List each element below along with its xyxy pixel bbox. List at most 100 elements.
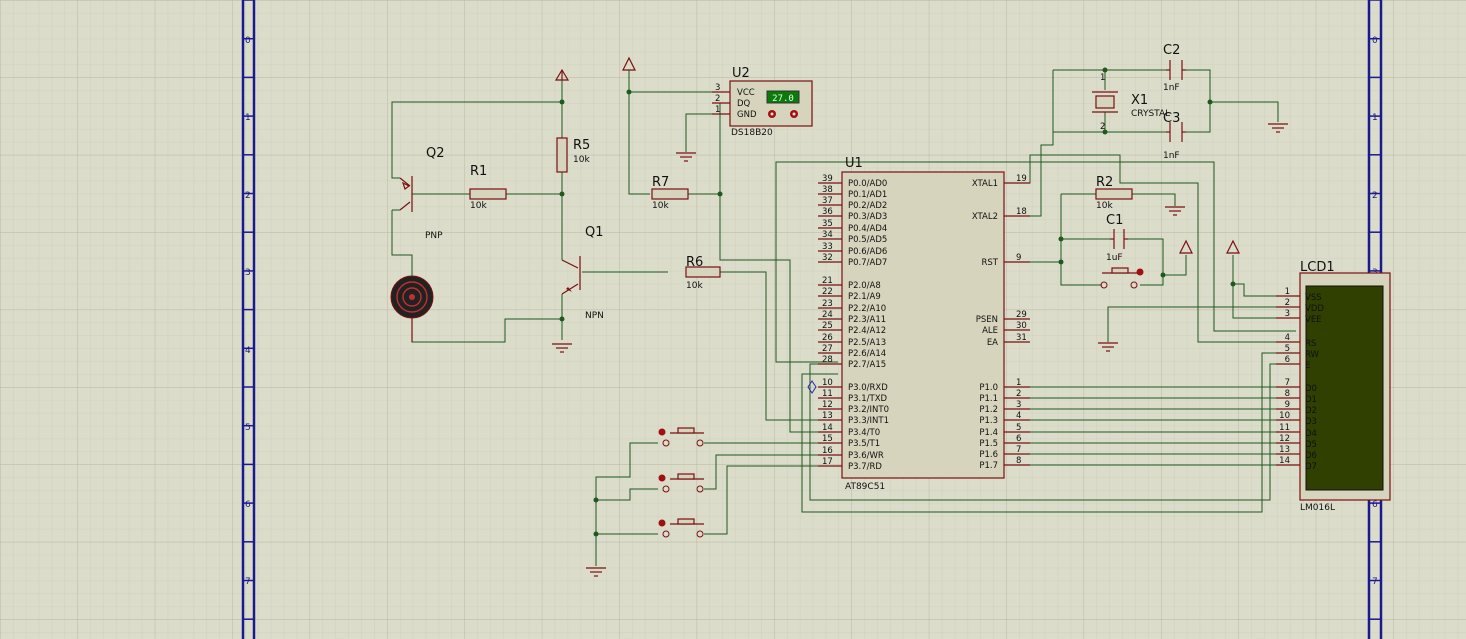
push-button-1[interactable] bbox=[658, 427, 705, 447]
u1-pin-name-left: P0.6/AD6 bbox=[848, 247, 887, 257]
u1-pin-num-right: 2 bbox=[1016, 389, 1021, 399]
junction-dot bbox=[1102, 67, 1108, 73]
crystal-x1[interactable]: 1 2 X1 CRYSTAL bbox=[1092, 73, 1170, 132]
power-arrow-icon bbox=[622, 56, 636, 71]
capacitor-c3[interactable]: C3 1nF bbox=[1163, 111, 1186, 161]
u1-pin-name-left: P2.4/A12 bbox=[848, 326, 886, 336]
lcd-pin-name: RW bbox=[1305, 350, 1320, 360]
u1-pin-name-right: PSEN bbox=[976, 315, 998, 325]
resistor-r5[interactable]: R5 10k bbox=[556, 137, 590, 173]
u1-pin-name-left: P2.0/A8 bbox=[848, 281, 881, 291]
lcd-pin-num: 4 bbox=[1285, 333, 1290, 343]
push-button-2[interactable] bbox=[658, 473, 705, 493]
u2-ref: U2 bbox=[732, 66, 750, 81]
u1-pin-num-left: 23 bbox=[822, 299, 833, 309]
lcd-pin-num: 6 bbox=[1285, 355, 1290, 365]
c3-ref: C3 bbox=[1163, 111, 1180, 126]
wires bbox=[391, 69, 1296, 566]
lcd-pin-num: 11 bbox=[1279, 423, 1290, 433]
reset-button[interactable] bbox=[1100, 267, 1144, 289]
ruler-left-0: 0 bbox=[245, 36, 251, 46]
u1-pin-name-left: P0.3/AD3 bbox=[848, 212, 887, 222]
lcd-pin-num: 8 bbox=[1285, 389, 1290, 399]
power-terminals bbox=[554, 56, 1240, 254]
ruler-left-3: 3 bbox=[245, 268, 251, 278]
u2-pin-vcc: VCC bbox=[737, 88, 755, 98]
u1-pin-num-left: 34 bbox=[822, 230, 833, 240]
junction-dot bbox=[559, 99, 565, 105]
ground-icon bbox=[586, 567, 606, 577]
u1-pin-name-right: P1.6 bbox=[979, 450, 998, 460]
resistor-r6[interactable]: R6 10k bbox=[685, 255, 721, 291]
lcd-pin-name: VEE bbox=[1305, 315, 1322, 325]
u1-pin-num-left: 13 bbox=[822, 411, 833, 421]
lcd-pin-num: 2 bbox=[1285, 298, 1290, 308]
transistor-q2[interactable]: Q2 PNP bbox=[399, 146, 445, 241]
q1-ref: Q1 bbox=[585, 225, 604, 240]
q2-type: PNP bbox=[425, 231, 443, 241]
buzzer-icon[interactable] bbox=[390, 275, 434, 342]
q2-ref: Q2 bbox=[426, 146, 445, 161]
lcd-screen bbox=[1305, 285, 1384, 491]
u1-pin-num-right: 9 bbox=[1016, 253, 1021, 263]
ground-icon bbox=[676, 152, 696, 162]
junction-dot bbox=[1058, 236, 1064, 242]
ruler-right-2: 2 bbox=[1372, 191, 1378, 201]
sensor-u2[interactable]: 27.0 VCC DQ GND 3 2 1 U2 DS18B20 bbox=[712, 66, 813, 138]
junction-dot bbox=[1160, 272, 1166, 278]
u2-pin-dq: DQ bbox=[737, 99, 751, 109]
u1-pin-num-left: 21 bbox=[822, 276, 833, 286]
capacitor-c2[interactable]: C2 1nF bbox=[1163, 43, 1186, 93]
r7-value: 10k bbox=[652, 201, 669, 211]
u1-pin-name-left: P0.1/AD1 bbox=[848, 190, 887, 200]
u1-pin-name-left: P2.3/A11 bbox=[848, 315, 886, 325]
ruler-left: 0 1 2 3 4 5 6 7 bbox=[245, 36, 251, 587]
junction-dot bbox=[559, 316, 565, 322]
junction-dot bbox=[1102, 129, 1108, 135]
c2-ref: C2 bbox=[1163, 43, 1180, 58]
resistor-r7[interactable]: R7 10k bbox=[651, 175, 689, 211]
u1-pin-num-right: 19 bbox=[1016, 174, 1027, 184]
u2-display: 27.0 bbox=[772, 94, 794, 104]
u2-pin-gnd: GND bbox=[737, 110, 757, 120]
push-button-3[interactable] bbox=[658, 518, 705, 538]
junction-dot bbox=[593, 497, 599, 503]
u1-pin-num-left: 22 bbox=[822, 287, 833, 297]
ruler-left-2: 2 bbox=[245, 191, 251, 201]
lcd-pin-num: 9 bbox=[1285, 400, 1290, 410]
u1-pin-name-left: P2.1/A9 bbox=[848, 292, 881, 302]
u1-pin-num-left: 33 bbox=[822, 242, 833, 252]
junction-dot bbox=[1207, 99, 1213, 105]
u1-pin-num-right: 29 bbox=[1016, 310, 1027, 320]
resistor-r1[interactable]: R1 10k bbox=[469, 164, 507, 211]
resistor-r2[interactable]: R2 10k bbox=[1095, 175, 1133, 211]
u1-pin-num-left: 37 bbox=[822, 196, 833, 206]
u1-part: AT89C51 bbox=[845, 482, 885, 492]
u1-pin-num-right: 1 bbox=[1016, 378, 1021, 388]
r1-ref: R1 bbox=[470, 164, 487, 179]
wire-junctions bbox=[559, 67, 1236, 537]
power-arrow-icon bbox=[1226, 239, 1240, 254]
power-arrow-icon bbox=[554, 68, 570, 81]
u1-pin-name-right: ALE bbox=[982, 326, 998, 336]
capacitor-c1[interactable]: C1 1uF bbox=[1106, 213, 1128, 263]
lcd-pin-num: 12 bbox=[1279, 434, 1290, 444]
lcd-pin-num: 7 bbox=[1285, 378, 1290, 388]
ruler-left-5: 5 bbox=[245, 423, 251, 433]
x1-ref: X1 bbox=[1131, 93, 1148, 108]
u1-pin-name-left: P3.2/INT0 bbox=[848, 405, 889, 415]
x1-pin2: 2 bbox=[1100, 122, 1105, 132]
lcd-pin-name: D7 bbox=[1305, 462, 1317, 472]
lcd-pin-name: RS bbox=[1305, 339, 1316, 349]
junction-dot bbox=[1058, 259, 1064, 265]
r6-ref: R6 bbox=[686, 255, 703, 270]
lcd-lcd1[interactable]: LCD1 LM016L 1VSS2VDD3VEE4RS5RW6E7D08D19D… bbox=[1276, 260, 1391, 513]
u1-pin-num-left: 15 bbox=[822, 434, 833, 444]
r5-ref: R5 bbox=[573, 138, 590, 153]
c2-value: 1nF bbox=[1163, 83, 1180, 93]
u1-pin-name-left: P2.6/A14 bbox=[848, 349, 886, 359]
lcd-pin-num: 1 bbox=[1285, 287, 1290, 297]
transistor-q1[interactable]: Q1 NPN bbox=[561, 225, 604, 321]
